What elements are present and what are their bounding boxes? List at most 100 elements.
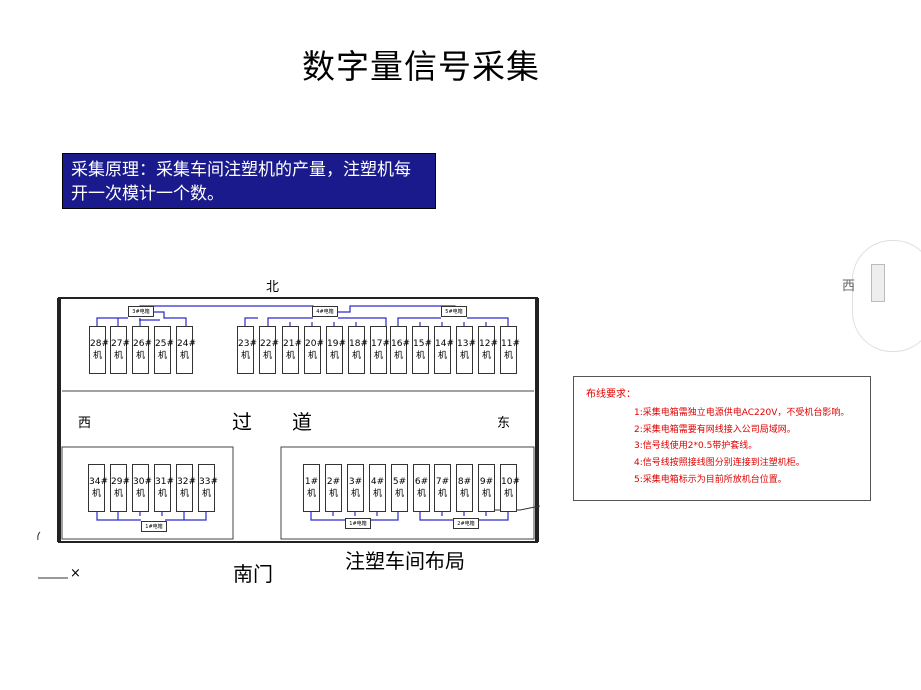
machine-number: 33# — [199, 477, 218, 487]
machine-number: 8# — [457, 477, 472, 487]
machine-number: 30# — [133, 477, 152, 487]
machine-suffix: 机 — [373, 351, 383, 361]
machine-number: 3# — [348, 477, 363, 487]
machine-number: 6# — [414, 477, 429, 487]
machine-number: 34# — [89, 477, 108, 487]
bottom-left-area — [61, 446, 234, 540]
machine-number: 17# — [371, 339, 390, 349]
machine-suffix: 机 — [113, 351, 123, 361]
machine-number: 32# — [177, 477, 196, 487]
machine-13: 13#机 — [456, 326, 476, 374]
machine-20: 20#机 — [304, 326, 324, 374]
machine-suffix: 机 — [394, 489, 404, 499]
machine-27: 27# 机 — [110, 326, 130, 374]
machine-suffix: 机 — [415, 351, 425, 361]
machine-suffix: 机 — [179, 489, 189, 499]
machine-22: 22# 机 — [259, 326, 279, 374]
requirement-item: 1:采集电箱需独立电源供电AC220V，不受机台影响。 — [634, 408, 850, 418]
machine-28: 28# 机 — [89, 326, 109, 374]
wiring-requirements-box: 布线要求： 1:采集电箱需独立电源供电AC220V，不受机台影响。 2:采集电箱… — [573, 376, 871, 501]
machine-24: 24#机 — [176, 326, 196, 374]
machine-suffix: 机 — [306, 489, 316, 499]
machine-suffix: 机 — [240, 351, 250, 361]
machine-suffix: 机 — [372, 489, 382, 499]
machine-suffix: 机 — [459, 351, 469, 361]
requirement-item: 4:信号线按照接线图分别连接到注塑机柜。 — [634, 458, 805, 468]
machine-34: 34# 机 — [88, 464, 108, 512]
machine-number: 26# — [133, 339, 152, 349]
ebox-prefix: 2 — [457, 521, 461, 527]
corridor-label-left: 过 — [232, 410, 252, 434]
requirement-item: 5:采集电箱标示为目前所放机台位置。 — [634, 475, 787, 485]
machine-suffix: 机 — [481, 489, 491, 499]
machine-suffix: 机 — [135, 351, 145, 361]
machine-suffix: 机 — [113, 489, 123, 499]
machine-25: 25#机 — [154, 326, 174, 374]
machine-number: 4# — [370, 477, 385, 487]
ebox-prefix: 4 — [316, 309, 320, 315]
machine-14: 14#机 — [434, 326, 454, 374]
compass-handle — [871, 264, 885, 302]
ebox-1: 1#电箱 — [345, 518, 371, 529]
machine-suffix: 机 — [393, 351, 403, 361]
machine-number: 1# — [304, 477, 319, 487]
machine-1: 1# 机 — [303, 464, 320, 512]
ebox-label: #电箱 — [460, 521, 475, 527]
machine-12: 12#机 — [478, 326, 498, 374]
machine-suffix: 机 — [201, 489, 211, 499]
machine-suffix: 机 — [92, 351, 102, 361]
machine-21: 21#机 — [282, 326, 302, 374]
ebox-prefix: 5 — [445, 309, 449, 315]
machine-number: 31# — [155, 477, 174, 487]
machine-number: 16# — [391, 339, 410, 349]
ebox-6: 1#电箱 — [141, 521, 167, 532]
machine-number: 7# — [435, 477, 450, 487]
machine-number: 28# — [90, 339, 109, 349]
machine-8: 8# 机 — [456, 464, 473, 512]
machine-suffix: 机 — [437, 351, 447, 361]
machine-suffix: 机 — [157, 351, 167, 361]
machine-9: 9# 机 — [478, 464, 495, 512]
ebox-label: #电箱 — [135, 309, 150, 315]
machine-33: 33# 机 — [198, 464, 218, 512]
machine-number: 2# — [326, 477, 341, 487]
machine-suffix: 机 — [328, 489, 338, 499]
machine-number: 22# — [260, 339, 279, 349]
machine-number: 18# — [349, 339, 368, 349]
requirements-title: 布线要求： — [586, 389, 636, 400]
machine-10: 10# 机 — [500, 464, 520, 512]
machine-number: 27# — [111, 339, 130, 349]
machine-29: 29# 机 — [110, 464, 130, 512]
machine-number: 10# — [501, 477, 520, 487]
machine-suffix: 机 — [503, 351, 513, 361]
ebox-label: #电箱 — [148, 524, 163, 530]
machine-suffix: 机 — [503, 489, 513, 499]
corridor-label-right: 道 — [292, 410, 312, 434]
ebox-prefix: 1 — [349, 521, 353, 527]
close-mark-icon: × — [70, 566, 81, 581]
ebox-prefix: 1 — [145, 524, 149, 530]
machine-number: 15# — [413, 339, 432, 349]
machine-suffix: 机 — [459, 489, 469, 499]
machine-suffix: 机 — [350, 489, 360, 499]
machine-suffix: 机 — [307, 351, 317, 361]
ebox-label: #电箱 — [448, 309, 463, 315]
machine-suffix: 机 — [437, 489, 447, 499]
machine-suffix: 机 — [285, 351, 295, 361]
machine-number: 29# — [111, 477, 130, 487]
machine-number: 9# — [479, 477, 494, 487]
machine-19: 19#机 — [326, 326, 346, 374]
machine-15: 15# 机 — [412, 326, 432, 374]
machine-suffix: 机 — [262, 351, 272, 361]
machine-5: 5#机 — [391, 464, 408, 512]
north-label: 北 — [266, 280, 280, 295]
machine-3: 3# 机 — [347, 464, 364, 512]
requirement-item: 3:信号线使用2*0.5带护套线。 — [634, 441, 758, 451]
ebox-4: 4#电箱 — [312, 306, 338, 317]
south-gate-label: 南门 — [233, 562, 273, 586]
machine-suffix: 机 — [179, 351, 189, 361]
machine-number: 12# — [479, 339, 498, 349]
side-west-label: 西 — [842, 279, 856, 294]
ebox-3: 3#电箱 — [128, 306, 154, 317]
machine-suffix: 机 — [91, 489, 101, 499]
